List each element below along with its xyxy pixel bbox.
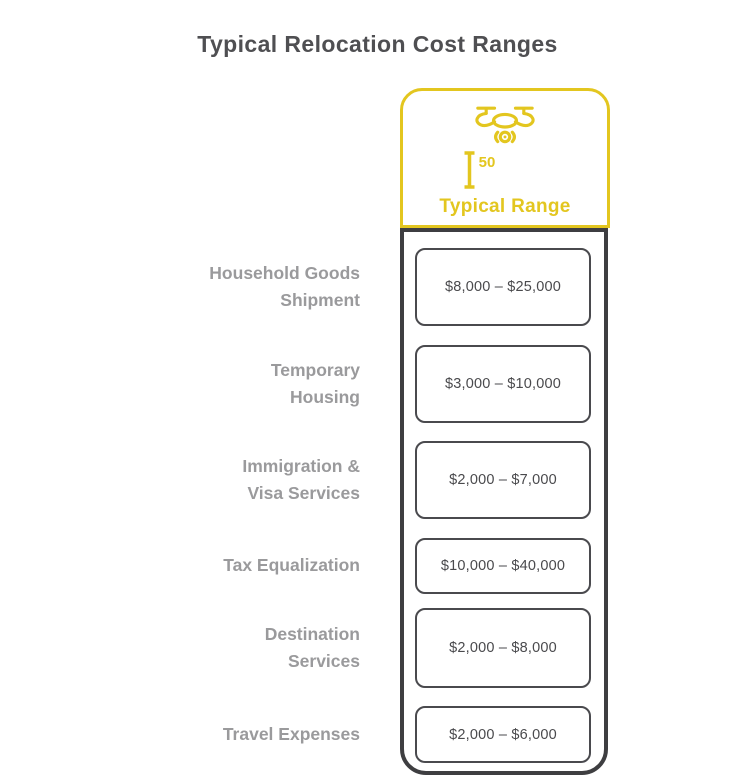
row-label-temporary-housing: Temporary Housing [0, 345, 360, 423]
row-label-line: Services [287, 651, 360, 671]
cost-range-value: $2,000 – $6,000 [449, 726, 557, 743]
cost-range-value: $2,000 – $8,000 [449, 640, 557, 656]
altitude-marker: 50 [463, 151, 496, 189]
page-title: Typical Relocation Cost Ranges [197, 31, 558, 57]
row-label-travel-expenses: Travel Expenses [0, 706, 360, 763]
cost-range-value: $8,000 – $25,000 [444, 279, 562, 295]
cost-range-value: $2,000 – $7,000 [449, 472, 557, 488]
row-label-immigration-visa: Immigration & Visa Services [0, 441, 360, 519]
altitude-value: 50 [478, 154, 496, 171]
cost-range-cell: $2,000 – $8,000 [415, 608, 591, 688]
cost-range-cell: $2,000 – $7,000 [415, 441, 591, 519]
cost-range-cell: $2,000 – $6,000 [415, 706, 591, 763]
row-label-text: Destination Services [265, 621, 360, 675]
row-label-line: Housing [290, 387, 360, 407]
cost-column [400, 228, 608, 775]
cost-range-cell: $3,000 – $10,000 [415, 345, 591, 423]
column-header-label: Typical Range [439, 196, 571, 217]
row-label-text: Temporary Housing [271, 357, 360, 411]
cost-range-value: $3,000 – $10,000 [444, 376, 562, 392]
cost-range-value: $10,000 – $40,000 [440, 558, 566, 574]
row-label-line: Visa Services [247, 483, 360, 503]
row-label-text: Immigration & Visa Services [242, 453, 360, 507]
row-label-line: Immigration & [242, 455, 360, 476]
typical-range-header: 50 Typical Range [400, 88, 610, 228]
cost-range-cell: $10,000 – $40,000 [415, 538, 591, 594]
row-label-line: Travel Expenses [222, 723, 360, 744]
row-label-household-goods: Household Goods Shipment [0, 248, 360, 326]
row-label-destination-services: Destination Services [0, 608, 360, 688]
row-label-line: Tax Equalization [223, 555, 360, 576]
altitude-bar-icon [464, 151, 475, 189]
row-label-line: Household Goods [209, 262, 360, 283]
row-label-tax-equalization: Tax Equalization [0, 538, 360, 594]
row-label-text: Travel Expenses [223, 721, 360, 748]
row-label-text: Household Goods Shipment [209, 260, 360, 314]
row-label-line: Temporary [270, 359, 360, 380]
row-label-text: Tax Equalization [223, 552, 360, 579]
row-label-line: Shipment [280, 290, 360, 310]
drone-icon [475, 106, 535, 144]
cost-range-cell: $8,000 – $25,000 [415, 248, 591, 326]
row-label-line: Destination [264, 623, 360, 644]
